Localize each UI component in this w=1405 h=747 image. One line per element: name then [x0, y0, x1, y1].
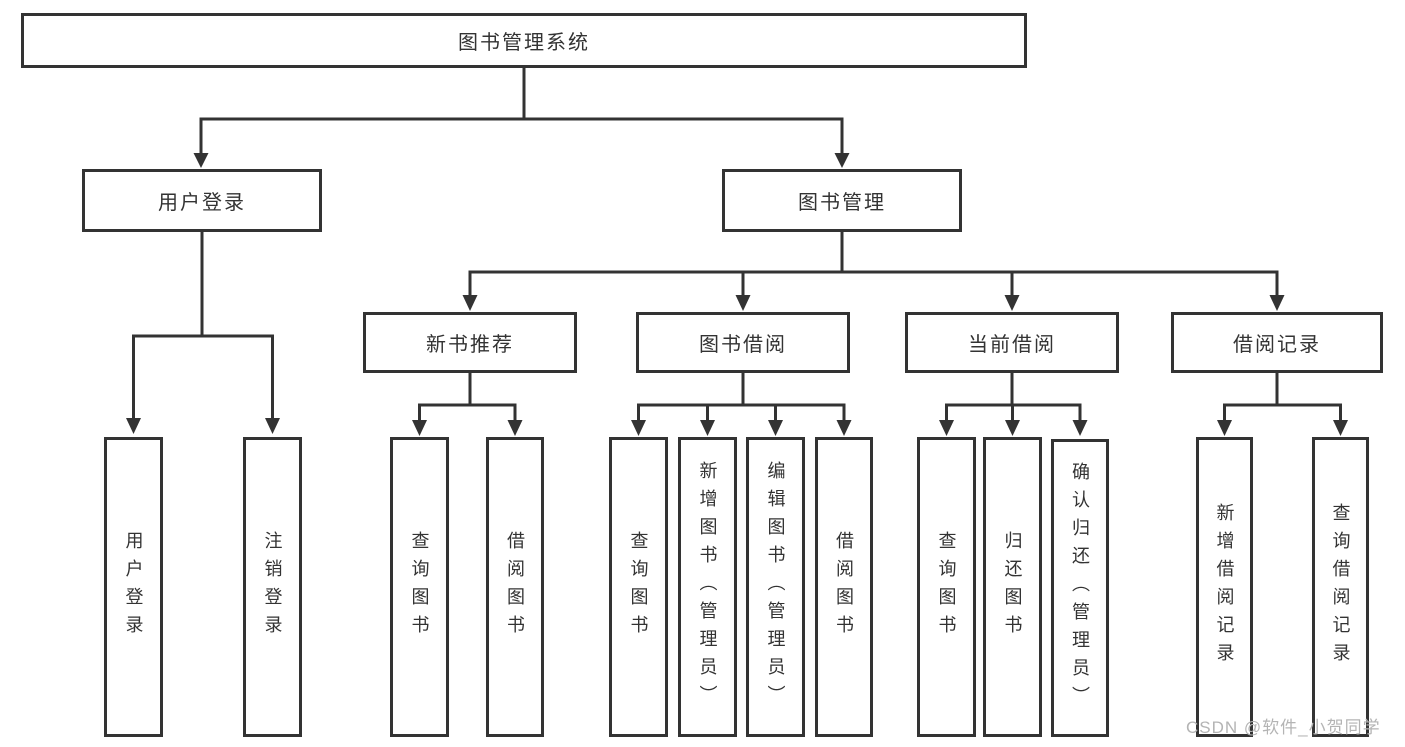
node-book-borrowing-label: 图书借阅 — [699, 334, 787, 356]
leaf-query-borrow-record: 查询借阅记录 — [1312, 437, 1369, 737]
watermark: CSDN @软件_小贺同学 — [1186, 718, 1381, 737]
node-user-login: 用户登录 — [82, 169, 322, 232]
leaf-edit-books-admin: 编辑图书（管理员） — [746, 437, 805, 737]
leaf-borrow-books: 借阅图书 — [815, 437, 873, 737]
leaf-add-books-admin-label: 新增图书（管理员） — [697, 461, 718, 713]
node-book-management-label: 图书管理 — [798, 192, 886, 214]
leaf-query-books-current-label: 查询图书 — [936, 531, 957, 643]
node-user-login-label: 用户登录 — [158, 192, 246, 214]
leaf-add-borrow-record-label: 新增借阅记录 — [1214, 503, 1235, 671]
node-root-system-label: 图书管理系统 — [458, 32, 590, 54]
leaf-query-books-current: 查询图书 — [917, 437, 976, 737]
leaf-confirm-return-admin-label: 确认归还（管理员） — [1070, 462, 1090, 714]
node-borrowing-records: 借阅记录 — [1171, 312, 1383, 373]
leaf-edit-books-admin-label: 编辑图书（管理员） — [765, 461, 786, 713]
leaf-logout-label: 注销登录 — [262, 531, 283, 643]
node-current-borrowing: 当前借阅 — [905, 312, 1119, 373]
leaf-query-books-borrow: 查询图书 — [609, 437, 668, 737]
leaf-query-books-borrow-label: 查询图书 — [628, 531, 649, 643]
leaf-user-login-label: 用户登录 — [123, 531, 144, 643]
leaf-borrow-books-recommend: 借阅图书 — [486, 437, 544, 737]
node-new-book-recommend-label: 新书推荐 — [426, 334, 514, 356]
leaf-return-books: 归还图书 — [983, 437, 1042, 737]
node-borrowing-records-label: 借阅记录 — [1233, 334, 1321, 356]
node-book-management: 图书管理 — [722, 169, 962, 232]
leaf-borrow-books-recommend-label: 借阅图书 — [505, 531, 525, 643]
leaf-logout: 注销登录 — [243, 437, 302, 737]
leaf-confirm-return-admin: 确认归还（管理员） — [1051, 439, 1109, 737]
leaf-query-books-recommend-label: 查询图书 — [409, 531, 430, 643]
node-new-book-recommend: 新书推荐 — [363, 312, 577, 373]
leaf-query-borrow-record-label: 查询借阅记录 — [1330, 503, 1351, 671]
leaf-query-books-recommend: 查询图书 — [390, 437, 449, 737]
leaf-user-login: 用户登录 — [104, 437, 163, 737]
leaf-borrow-books-label: 借阅图书 — [834, 531, 854, 643]
leaf-add-borrow-record: 新增借阅记录 — [1196, 437, 1253, 737]
node-root-system: 图书管理系统 — [21, 13, 1027, 68]
leaf-add-books-admin: 新增图书（管理员） — [678, 437, 737, 737]
node-book-borrowing: 图书借阅 — [636, 312, 850, 373]
node-current-borrowing-label: 当前借阅 — [968, 334, 1056, 356]
leaf-return-books-label: 归还图书 — [1002, 531, 1023, 643]
